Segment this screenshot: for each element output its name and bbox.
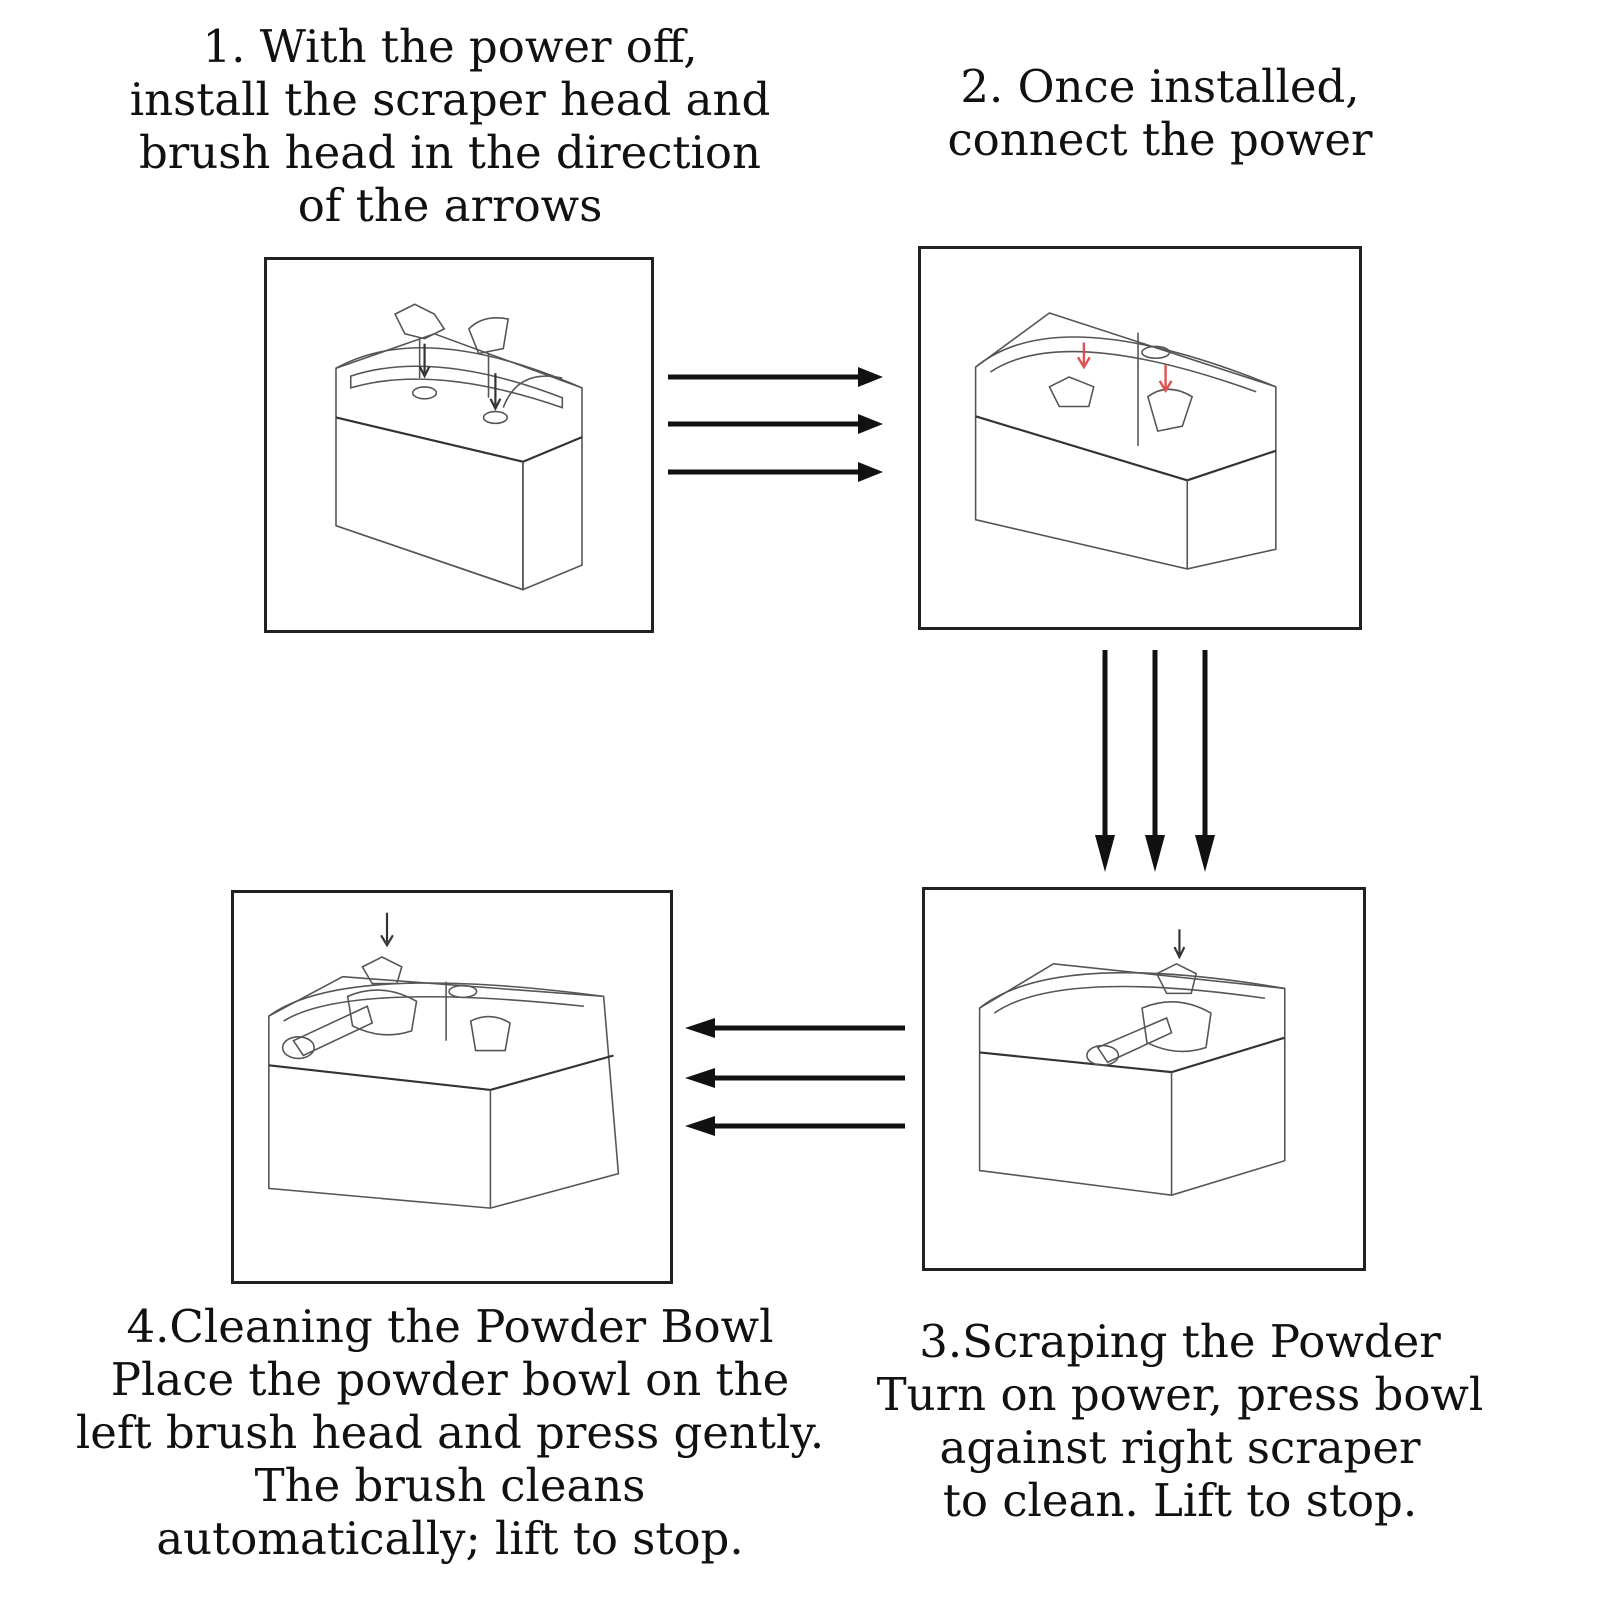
step-4-illustration (231, 890, 673, 1284)
left-arrow (685, 1068, 905, 1088)
step-1-illustration (264, 257, 654, 633)
step-1-caption: 1. With the power off, install the scrap… (129, 20, 771, 232)
step-2-caption: 2. Once installed, connect the power (947, 60, 1373, 166)
step-4-caption: 4.Cleaning the Powder Bowl Place the pow… (75, 1300, 825, 1565)
down-arrow (1195, 650, 1215, 872)
flow-arrows-left (685, 1018, 905, 1136)
flow-arrows-down (1095, 650, 1215, 872)
step-2-illustration (918, 246, 1362, 630)
right-arrow (668, 414, 883, 434)
step-3-illustration (922, 887, 1366, 1271)
device-with-heads-detached-illustration (335, 303, 583, 591)
step-3-caption: 3.Scraping the Powder Turn on power, pre… (876, 1315, 1484, 1527)
left-arrow (685, 1116, 905, 1136)
right-arrow (668, 367, 883, 387)
device-with-heads-installed-illustration (974, 312, 1277, 570)
down-arrow (1095, 650, 1115, 872)
flow-arrows-right (668, 367, 883, 482)
down-arrow (1145, 650, 1165, 872)
left-arrow (685, 1018, 905, 1038)
scraping-powder-illustration (978, 929, 1286, 1196)
right-arrow (668, 462, 883, 482)
cleaning-powder-bowl-illustration (268, 912, 620, 1209)
